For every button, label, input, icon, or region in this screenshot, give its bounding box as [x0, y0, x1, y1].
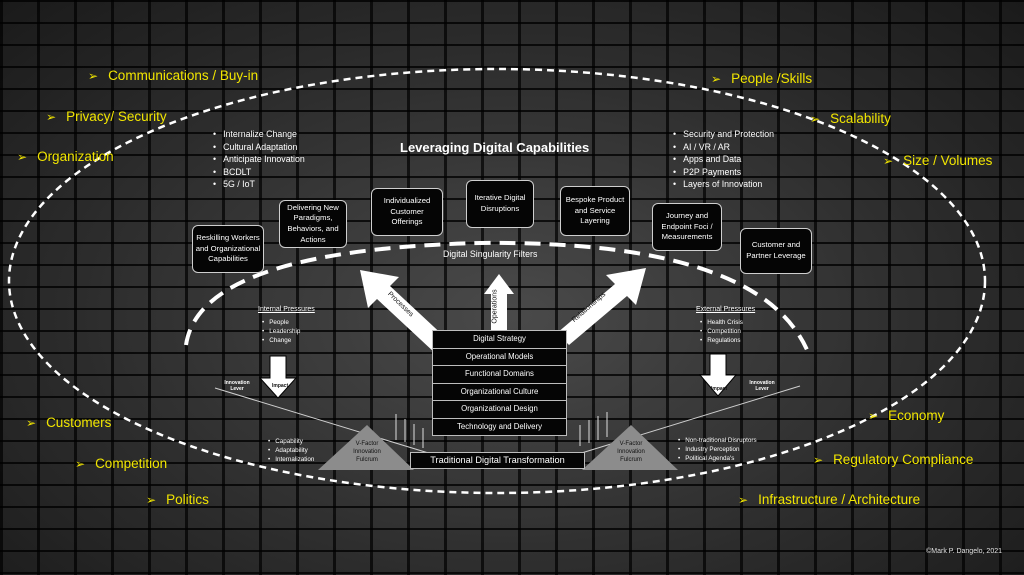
- capability-box-individualized: Individualized Customer Offerings: [371, 188, 443, 236]
- list-item: Internalization: [268, 455, 314, 464]
- processes-arrow: [360, 270, 448, 353]
- internal-pressures-list: People Leadership Change: [262, 318, 300, 345]
- stack-layer: Organizational Culture: [432, 382, 567, 401]
- impact-arrow-left: [258, 355, 298, 399]
- list-item: Layers of Innovation: [673, 178, 774, 191]
- external-pressures-list: Health Crisis Competition Regulations: [700, 318, 743, 345]
- internal-pressures-heading: Internal Pressures: [258, 306, 315, 313]
- label-competition: ➢Competition: [75, 456, 168, 471]
- lever-line-left: [214, 387, 436, 456]
- list-item: AI / VR / AR: [673, 141, 774, 154]
- fulcrum-right: [582, 425, 678, 470]
- label-economy: ➢Economy: [868, 408, 945, 423]
- list-item: Leadership: [262, 327, 300, 336]
- label-size-volumes: ➢Size / Volumes: [883, 153, 993, 168]
- copyright-notice: ©Mark P. Dangelo, 2021: [926, 548, 1002, 555]
- external-pressures-heading: External Pressures: [696, 306, 756, 313]
- inner-dashed-arc: [184, 240, 810, 353]
- list-item: P2P Payments: [673, 166, 774, 179]
- label-privacy-security: ➢Privacy/ Security: [46, 109, 167, 124]
- list-item: Competition: [700, 327, 743, 336]
- impact-label-left: Impact: [272, 383, 289, 389]
- list-item: Adaptability: [268, 446, 314, 455]
- stack-layer: Functional Domains: [432, 365, 567, 384]
- capability-box-customer-partner: Customer and Partner Leverage: [740, 228, 812, 274]
- list-item: Health Crisis: [700, 318, 743, 327]
- operations-arrow: [484, 274, 514, 337]
- list-item: Apps and Data: [673, 153, 774, 166]
- capability-box-paradigms: Delivering New Paradigms, Behaviors, and…: [279, 200, 347, 248]
- impact-arrow-right: [698, 353, 738, 397]
- label-regulatory-compliance: ➢Regulatory Compliance: [813, 452, 974, 467]
- label-communications: ➢Communications / Buy-in: [88, 68, 259, 83]
- innovation-lever-label-right: Innovation Lever: [749, 380, 775, 392]
- fulcrum-label-right: V-Factor Innovation Fulcrum: [617, 441, 645, 463]
- label-people-skills: ➢People /Skills: [711, 71, 813, 86]
- label-customers: ➢Customers: [26, 415, 112, 430]
- relationships-arrow: [557, 268, 646, 345]
- list-item: Capability: [268, 437, 314, 446]
- label-scalability: ➢Scalability: [810, 111, 891, 126]
- list-item: Security and Protection: [673, 128, 774, 141]
- list-item: Political Agenda's: [678, 454, 757, 463]
- label-infrastructure: ➢Infrastructure / Architecture: [738, 492, 921, 507]
- innovation-lever-label-left: Innovation Lever: [224, 380, 250, 392]
- stack-layer: Organizational Design: [432, 400, 567, 419]
- lever-ticks-left: [395, 414, 424, 448]
- fulcrum-label-left: V-Factor Innovation Fulcrum: [353, 441, 381, 463]
- filters-label: Digital Singularity Filters: [443, 249, 538, 259]
- outer-dashed-ellipse: [7, 67, 987, 495]
- label-organization: ➢Organization: [17, 149, 114, 164]
- list-item: Anticipate Innovation: [213, 153, 305, 166]
- transformation-stack: Digital Strategy Operational Models Func…: [432, 330, 567, 436]
- list-item: Non-traditional Disruptors: [678, 436, 756, 445]
- list-item: 5G / IoT: [213, 178, 305, 191]
- list-item: Cultural Adaptation: [213, 141, 305, 154]
- capability-box-bespoke: Bespoke Product and Service Layering: [560, 186, 630, 236]
- inner-right-list: Security and Protection AI / VR / AR App…: [673, 128, 774, 191]
- fulcrum-right-list: Non-traditional Disruptors Industry Perc…: [678, 436, 757, 463]
- stack-layer: Technology and Delivery: [432, 417, 567, 436]
- lever-ticks-right: [579, 412, 608, 446]
- capability-box-journey: Journey and Endpoint Foci / Measurements: [652, 203, 722, 251]
- traditional-transformation-label: Traditional Digital Transformation: [410, 452, 585, 469]
- impact-label-right: Impact: [711, 386, 728, 392]
- list-item: People: [262, 318, 300, 327]
- capability-box-reskilling: Reskilling Workers and Organizational Ca…: [192, 225, 264, 273]
- diagram-title: Leveraging Digital Capabilities: [400, 140, 590, 155]
- stack-layer: Operational Models: [432, 347, 567, 366]
- list-item: Industry Perception: [678, 445, 757, 454]
- list-item: Regulations: [700, 336, 743, 345]
- list-item: Change: [262, 336, 300, 345]
- inner-left-list: Internalize Change Cultural Adaptation A…: [213, 128, 305, 191]
- arrow-label-operations: Operations: [491, 289, 499, 324]
- label-politics: ➢Politics: [146, 492, 209, 507]
- fulcrum-left-list: Capability Adaptability Internalization: [268, 437, 314, 464]
- fulcrum-left: [318, 425, 414, 470]
- list-item: Internalize Change: [213, 128, 305, 141]
- capability-box-iterative: Iterative Digital Disruptions: [466, 180, 534, 228]
- list-item: BCDLT: [213, 166, 305, 179]
- stack-layer: Digital Strategy: [432, 330, 567, 349]
